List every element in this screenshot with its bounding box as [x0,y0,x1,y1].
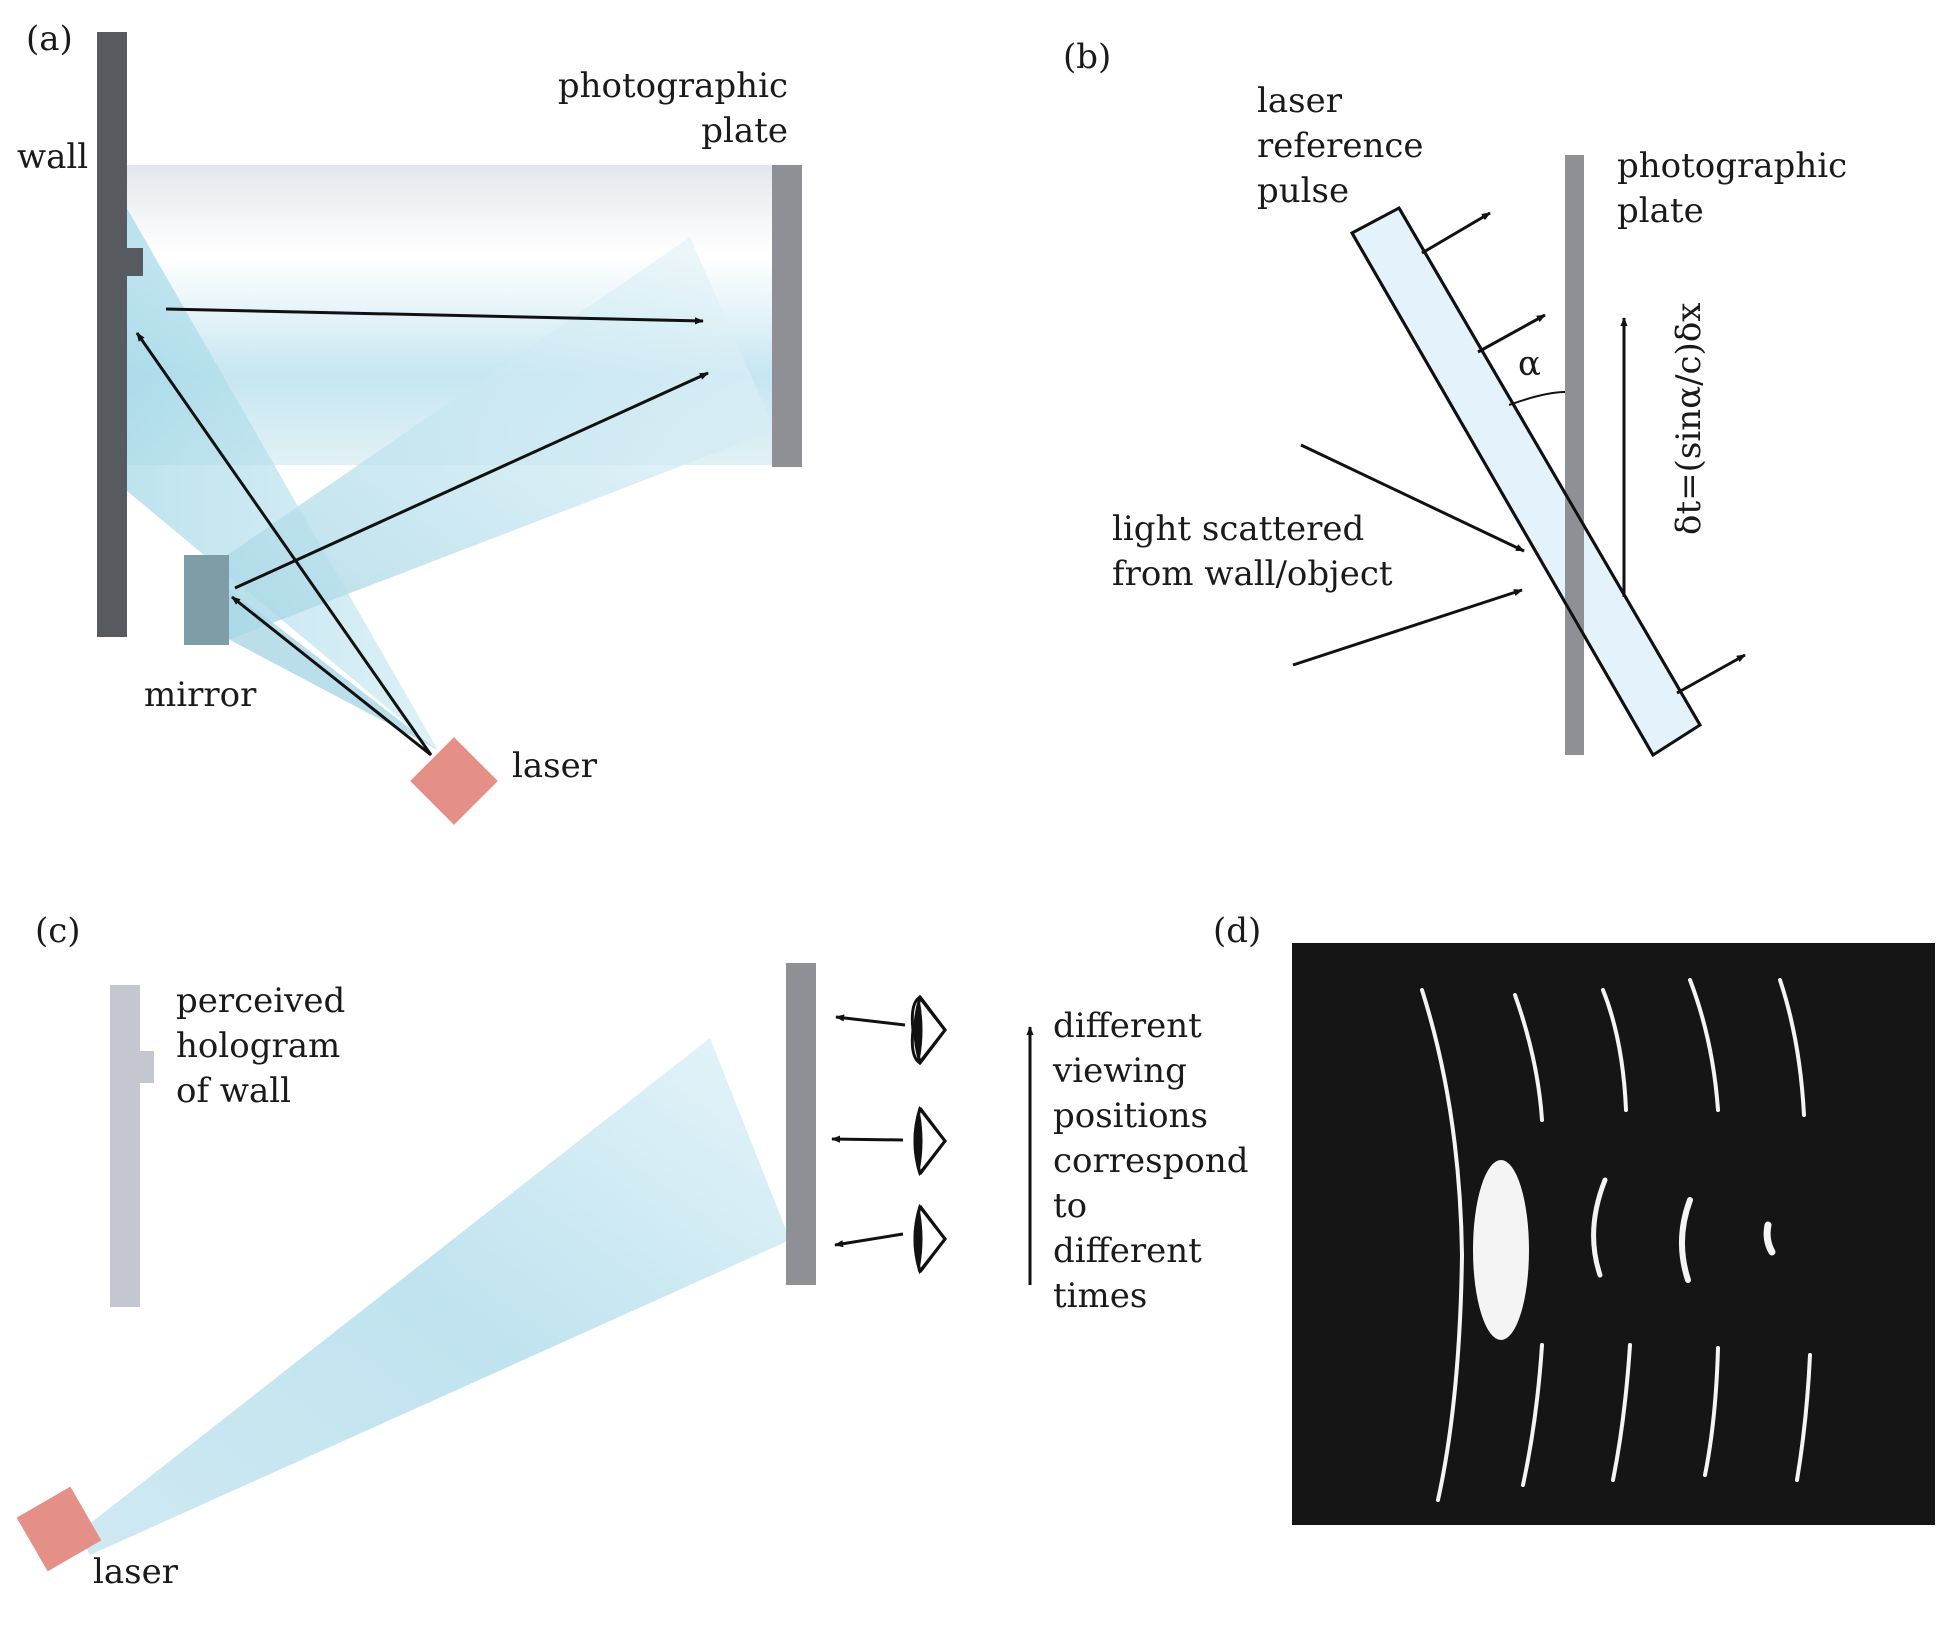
photographic-plate-c [786,963,816,1285]
view-arrow-top [835,1014,906,1027]
view-arrow-bottom [834,1232,904,1248]
photographic-plate-a [772,165,802,467]
reference-pulse [1349,205,1703,758]
viewing-label-5: to [1053,1186,1087,1226]
panel-b-tag: (b) [1063,37,1111,77]
alpha-label: α [1518,344,1541,384]
pulse-label-2: reference [1257,126,1424,166]
plate-label-b-1: photographic [1617,146,1847,186]
eye-outline-middle [913,1105,947,1177]
lens-shape [1473,1160,1529,1340]
perceived-hologram [110,985,140,1307]
laser-a [410,737,498,825]
arrow-laser-to-wall [135,332,433,756]
viewing-label-7: times [1053,1276,1147,1316]
hologram-label-2: hologram [176,1026,340,1066]
viewing-label-2: viewing [1052,1051,1187,1091]
laser-to-wall-beam [102,165,438,750]
wall-notch [126,248,143,276]
time-formula: δt=(sinα/c)δx [1669,303,1709,535]
eye-outline-bottom [913,1203,947,1275]
viewing-label-3: positions [1053,1096,1208,1136]
laser-beam-c [78,1038,790,1555]
perceived-hologram-notch [139,1051,154,1083]
angle-arc [1508,391,1566,406]
plate-label-a-1: photographic [558,66,788,106]
panel-d-tag: (d) [1213,911,1261,951]
panel-a: (a) wall photographic plate mirror laser [17,19,802,825]
panel-c: (c) [16,911,1248,1592]
light-in-flight-photo [1292,943,1935,1525]
scatter-arrow-upper [1300,443,1525,553]
arrow-mirror-to-plate [234,371,709,590]
wavefront-arcs [1420,978,1812,1502]
photographic-plate-b [1565,155,1584,755]
mirror-label: mirror [144,675,257,715]
eye-icon-bottom [913,1205,947,1273]
view-arrow-middle [831,1135,904,1143]
pulse-label-1: laser [1257,81,1343,121]
mirror-to-plate-beam [220,237,775,640]
wall [97,32,127,637]
pulse-label-3: pulse [1257,171,1349,211]
hologram-label-3: of wall [176,1071,291,1111]
panel-c-tag: (c) [35,911,81,951]
panel-b: (b) α δt=(sinα/c)δx laser reference puls… [1063,37,1847,758]
scatter-arrow-lower [1292,588,1523,667]
arrow-wall-to-plate [165,307,704,325]
viewing-label-1: different [1053,1006,1202,1046]
pulse-direction-arrow-mid [1477,313,1546,354]
laser-c [16,1486,102,1572]
laser-label-a: laser [512,746,598,786]
eye-outline-top [913,994,947,1066]
eye-icon-middle [913,1107,947,1175]
viewing-label-4: correspond [1053,1141,1248,1181]
scatter-label-2: from wall/object [1112,554,1393,594]
wall-label: wall [17,137,88,177]
laser-label-c: laser [93,1552,179,1592]
viewing-label-6: different [1053,1231,1202,1271]
plate-label-a-2: plate [701,111,788,151]
panel-a-tag: (a) [26,19,73,59]
mirror [184,555,229,645]
panel-d: (d) [1213,911,1935,1525]
hologram-label-1: perceived [176,981,345,1021]
pulse-direction-arrow-bottom [1676,653,1746,695]
pulse-edge-left [1350,232,1655,756]
plate-label-b-2: plate [1617,191,1704,231]
pulse-edge-right [1397,207,1702,726]
scatter-label-1: light scattered [1112,509,1364,549]
arrow-laser-to-mirror [231,595,432,757]
pulse-direction-arrow-top [1421,211,1491,255]
